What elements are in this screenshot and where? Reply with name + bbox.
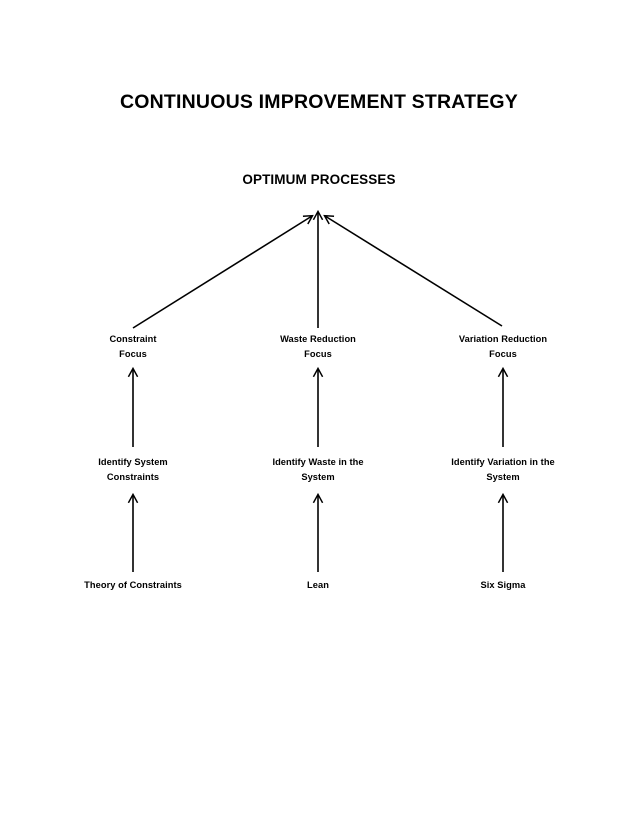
page-title: CONTINUOUS IMPROVEMENT STRATEGY (119, 91, 519, 113)
node-identify-variation-in-the-system: Identify Variation in the System (451, 457, 555, 482)
node-waste-reduction-focus: Waste Reduction Focus (280, 334, 356, 359)
node-identify-waste-in-the-system: Identify Waste in the System (272, 457, 364, 482)
node-six-sigma: Six Sigma (480, 580, 526, 590)
node-lean: Lean (307, 580, 329, 590)
goal-node-optimum-processes: OPTIMUM PROCESSES (242, 172, 396, 187)
edge-variation-focus-to-optimum (323, 214, 503, 327)
node-theory-of-constraints: Theory of Constraints (84, 580, 182, 590)
node-variation-reduction-focus: Variation Reduction Focus (458, 334, 548, 359)
edge-constraint-focus-to-optimum (132, 214, 314, 329)
node-constraint-focus: Constraint Focus (109, 334, 157, 359)
node-identify-system-constraints: Identify System Constraints (98, 457, 168, 482)
